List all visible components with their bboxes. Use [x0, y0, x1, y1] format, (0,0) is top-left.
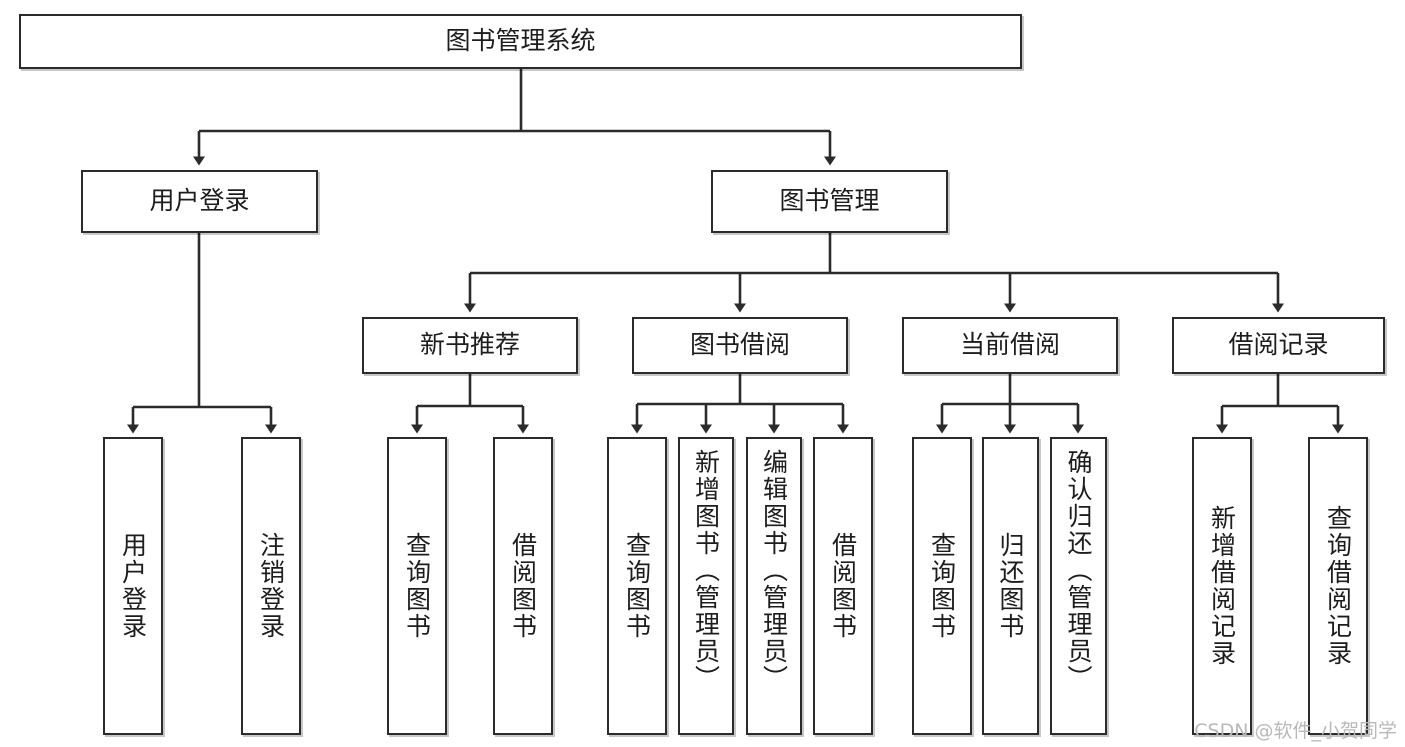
node-leaf-logout-login-label: 注销登录	[256, 532, 286, 640]
node-leaf-query-borrow-record[interactable]: 查询借阅记录	[1308, 437, 1368, 735]
node-leaf-add-book-label: 新增图书（管理员）	[691, 449, 721, 692]
node-leaf-add-borrow-record-label: 新增借阅记录	[1207, 505, 1237, 667]
node-book-borrow[interactable]: 图书借阅	[632, 317, 848, 374]
node-leaf-borrow-book-1[interactable]: 借阅图书	[493, 437, 553, 735]
node-leaf-borrow-book-1-label: 借阅图书	[508, 532, 538, 640]
node-leaf-query-book-2-label: 查询图书	[622, 532, 652, 640]
node-root[interactable]: 图书管理系统	[19, 14, 1022, 69]
node-leaf-query-book-3-label: 查询图书	[927, 532, 957, 640]
node-leaf-query-book-2[interactable]: 查询图书	[607, 437, 667, 735]
node-leaf-logout-login[interactable]: 注销登录	[241, 437, 301, 735]
watermark-text: CSDN @软件_小贺同学	[1194, 720, 1397, 742]
node-leaf-edit-book-label: 编辑图书（管理员）	[759, 449, 789, 692]
node-current-borrow-label: 当前借阅	[959, 330, 1060, 360]
node-leaf-borrow-book-2[interactable]: 借阅图书	[813, 437, 873, 735]
node-leaf-confirm-return[interactable]: 确认归还（管理员）	[1050, 437, 1107, 735]
node-leaf-edit-book[interactable]: 编辑图书（管理员）	[746, 437, 802, 735]
node-leaf-confirm-return-label: 确认归还（管理员）	[1064, 449, 1093, 692]
node-book-manage-label: 图书管理	[779, 186, 880, 216]
node-current-borrow[interactable]: 当前借阅	[902, 317, 1118, 374]
node-leaf-return-book-label: 归还图书	[996, 532, 1025, 640]
node-leaf-query-borrow-record-label: 查询借阅记录	[1323, 505, 1353, 667]
node-leaf-user-login-label: 用户登录	[118, 532, 148, 640]
node-leaf-add-borrow-record[interactable]: 新增借阅记录	[1192, 437, 1252, 735]
node-new-book-recommend[interactable]: 新书推荐	[362, 317, 578, 374]
node-leaf-query-book-3[interactable]: 查询图书	[912, 437, 972, 735]
node-borrow-record-label: 借阅记录	[1228, 330, 1329, 360]
node-leaf-add-book[interactable]: 新增图书（管理员）	[678, 437, 734, 735]
node-borrow-record[interactable]: 借阅记录	[1172, 317, 1385, 374]
node-user-login-label: 用户登录	[149, 186, 250, 216]
node-leaf-user-login[interactable]: 用户登录	[103, 437, 163, 735]
node-root-label: 图书管理系统	[445, 26, 596, 56]
node-book-borrow-label: 图书借阅	[689, 330, 790, 360]
node-new-book-recommend-label: 新书推荐	[419, 330, 520, 360]
node-leaf-return-book[interactable]: 归还图书	[982, 437, 1039, 735]
node-book-manage[interactable]: 图书管理	[711, 170, 948, 233]
node-leaf-query-book-1-label: 查询图书	[402, 532, 432, 640]
node-leaf-query-book-1[interactable]: 查询图书	[387, 437, 447, 735]
node-user-login[interactable]: 用户登录	[81, 170, 318, 233]
node-leaf-borrow-book-2-label: 借阅图书	[828, 532, 858, 640]
